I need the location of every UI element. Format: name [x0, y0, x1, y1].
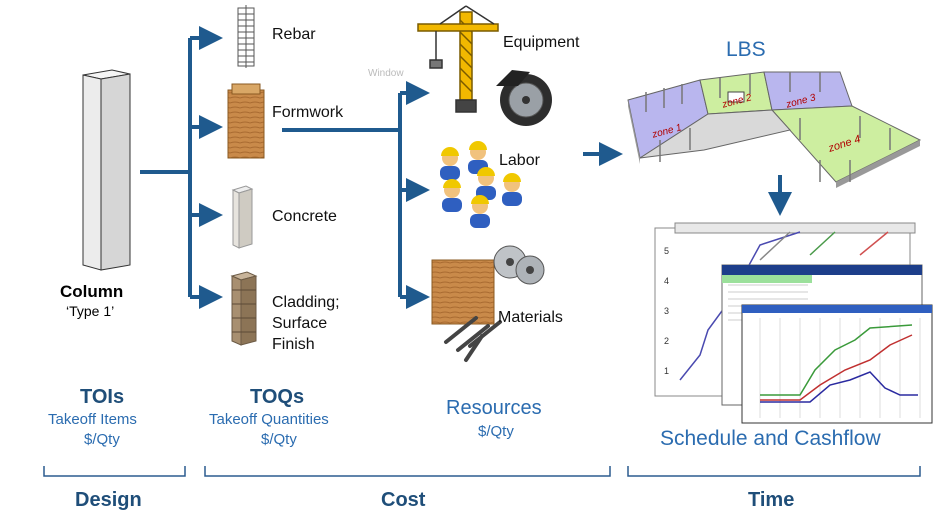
phase-time: Time: [748, 489, 795, 511]
phase-braces: [43, 466, 921, 477]
toq-cladding: Cladding;: [272, 294, 340, 311]
toq-surface: Surface: [272, 315, 328, 332]
phase-design: Design: [75, 489, 142, 511]
schedule-tick-4: 4: [664, 276, 670, 286]
column-type: ‘Type 1’: [66, 303, 115, 319]
resources-line1: $/Qty: [478, 423, 514, 440]
column-name: Column: [60, 282, 124, 301]
toqs-line2: $/Qty: [261, 431, 297, 448]
resource-labor: Labor: [499, 152, 540, 169]
toqs-title: TOQs: [250, 386, 305, 408]
rebar-illustration: [237, 5, 255, 68]
tois-title: TOIs: [80, 386, 125, 408]
cladding-illustration: [230, 271, 258, 346]
toq-concrete: Concrete: [272, 208, 337, 225]
toq-finish: Finish: [272, 336, 315, 353]
labor-illustration: [440, 141, 522, 228]
materials-illustration: [431, 245, 545, 362]
toq-arrows: [140, 26, 223, 309]
schedule-title: Schedule and Cashflow: [660, 427, 881, 450]
resource-arrows: [282, 81, 792, 309]
lbs-floor: [627, 71, 922, 188]
column-illustration: [82, 69, 131, 271]
toq-formwork: Formwork: [272, 104, 344, 121]
toq-rebar: Rebar: [272, 26, 316, 43]
resource-materials: Materials: [498, 309, 563, 326]
watermark: Window: [368, 68, 404, 79]
saw-illustration: [496, 70, 552, 126]
formwork-illustration: [227, 83, 265, 159]
schedule-tick-3: 3: [664, 306, 670, 316]
resource-equipment: Equipment: [503, 34, 580, 51]
lbs-title: LBS: [726, 38, 766, 61]
crane-illustration: [417, 5, 499, 113]
phase-cost: Cost: [381, 489, 426, 511]
schedule-tick-1: 1: [664, 366, 670, 376]
resources-title: Resources: [446, 397, 542, 419]
tois-line1: Takeoff Items: [48, 411, 137, 428]
schedule-tick-2: 2: [664, 336, 670, 346]
toqs-line1: Takeoff Quantities: [209, 411, 329, 428]
tois-line2: $/Qty: [84, 431, 120, 448]
schedule-chart: [654, 222, 933, 424]
schedule-tick-5: 5: [664, 246, 670, 256]
concrete-illustration: [231, 185, 254, 249]
